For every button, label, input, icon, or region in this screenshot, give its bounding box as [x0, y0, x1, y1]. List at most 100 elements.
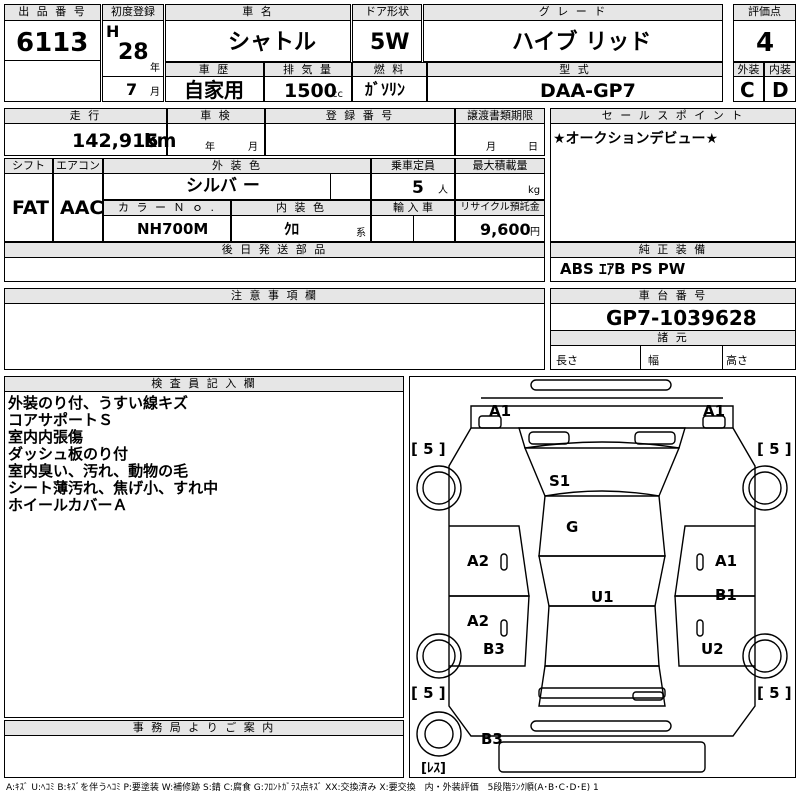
spec-width: 幅 [648, 354, 659, 367]
sales-point-label: セ ー ル ス ポ イ ン ト [550, 108, 796, 124]
notes-label: 注 意 事 項 欄 [4, 288, 545, 304]
inspection-year-unit: 年 [205, 142, 215, 153]
capacity: 5 [412, 178, 424, 198]
sales-point-cell [550, 108, 796, 242]
int-grade: D [772, 78, 789, 102]
fuel: ｶﾞｿﾘﾝ [365, 80, 406, 99]
mark-left-door-2: A2 [467, 612, 489, 630]
ext-color-label: 外 装 色 [103, 158, 371, 174]
car-diagram: A1 A1 S1 G A2 A2 A1 B1 U1 B3 U2 B3 [ 5 ]… [411, 379, 792, 776]
mileage-label: 走 行 [4, 108, 167, 124]
mark-right-door-2: B1 [715, 586, 737, 604]
spec-length: 長さ [556, 354, 578, 367]
equipment: ABS ｴｱB PS PW [560, 260, 686, 278]
import-label: 輸 入 車 [371, 200, 455, 216]
registration-label: 登 録 番 号 [265, 108, 455, 124]
ext-grade: C [740, 78, 755, 102]
later-parts-label: 後 日 発 送 部 品 [4, 242, 545, 258]
mark-center: U1 [591, 588, 614, 606]
fuel-label: 燃 料 [352, 62, 427, 77]
spec-height: 高さ [726, 354, 748, 367]
mark-left-door-1: A2 [467, 552, 489, 570]
tire-rear-right: [ 5 ] [757, 684, 792, 702]
mark-right-quarter: U2 [701, 640, 724, 658]
door-type: 5W [370, 30, 410, 55]
aircon-label: エアコン [53, 158, 103, 174]
first-reg-month: 7 [126, 80, 138, 99]
tire-spare: [ﾚｽ] [421, 761, 446, 776]
int-grade-label: 内装 [764, 62, 796, 77]
lot-label: 出 品 番 号 [4, 4, 101, 21]
inspector-line: ホイールカバーＡ [8, 496, 128, 514]
equipment-label: 純 正 装 備 [550, 242, 796, 258]
car-diagram-frame [409, 376, 796, 778]
first-reg-month-unit: 月 [150, 87, 160, 98]
mileage-unit: km [144, 130, 177, 152]
first-reg-year-unit: 年 [150, 63, 160, 74]
recycle-deposit: 9,600 [480, 220, 531, 239]
first-reg-label: 初度登録 [102, 4, 164, 21]
inspector-line: 室内内張傷 [8, 428, 84, 446]
score-label: 評価点 [733, 4, 796, 21]
lot-number: 6113 [16, 28, 89, 58]
inspector-line: コアサポートＳ [8, 411, 114, 429]
mileage: 142,915 [72, 130, 159, 152]
tire-rear-left: [ 5 ] [411, 684, 446, 702]
inspection-month-unit: 月 [248, 142, 258, 153]
car-name: シャトル [228, 30, 317, 55]
transfer-day-unit: 日 [528, 142, 538, 153]
grade-label: グ レ ー ド [423, 4, 723, 21]
aircon: AAC [60, 197, 104, 219]
specs-label: 諸 元 [550, 330, 796, 346]
capacity-label: 乗車定員 [371, 158, 455, 174]
model: DAA-GP7 [540, 80, 636, 102]
max-load-label: 最大積載量 [455, 158, 545, 174]
door-label: ドア形状 [352, 4, 422, 21]
tire-front-right: [ 5 ] [757, 440, 792, 458]
recycle-label: リサイクル預託金 [455, 200, 545, 216]
sales-point: ★オークションデビュー★ [553, 131, 719, 147]
legend: A:ｷｽﾞ U:ﾍｺﾐ B:ｷｽﾞを伴うﾍｺﾐ P:要塗装 W:補修跡 S:錆 … [6, 783, 599, 793]
history-label: 車 歴 [165, 62, 264, 77]
inspector-line: ダッシュ板のり付 [8, 445, 129, 463]
displacement-label: 排 気 量 [264, 62, 352, 77]
first-reg-era: H [106, 22, 120, 41]
inspector-line: シート薄汚れ、焦げ小、すれ中 [8, 479, 219, 497]
mark-roof: S1 [549, 472, 570, 490]
model-label: 型 式 [427, 62, 723, 77]
mark-rear: B3 [481, 730, 503, 748]
color-no: NH700M [137, 220, 209, 238]
ext-color: シルバ ー [186, 176, 260, 196]
chassis-label: 車 台 番 号 [550, 288, 796, 304]
transfer-month-unit: 月 [486, 142, 496, 153]
car-name-label: 車 名 [165, 4, 351, 21]
transfer-deadline-label: 譲渡書類期限 [455, 108, 545, 124]
mark-right-door-1: A1 [715, 552, 737, 570]
grade: ハイブ リッド [512, 30, 652, 55]
inspection-label: 車 検 [167, 108, 265, 124]
inspector-label: 検 査 員 記 入 欄 [4, 376, 404, 392]
mark-front-right: A1 [703, 402, 725, 420]
capacity-unit: 人 [438, 185, 448, 196]
displacement-unit: cc [332, 89, 343, 100]
tire-front-left: [ 5 ] [411, 440, 446, 458]
mark-left-quarter: B3 [483, 640, 505, 658]
inspector-line: 室内臭い、汚れ、動物の毛 [8, 462, 189, 480]
history: 自家用 [184, 78, 244, 102]
score: 4 [756, 28, 775, 58]
recycle-unit: 円 [530, 227, 540, 238]
int-color: ｸﾛ [284, 220, 300, 238]
ext-grade-label: 外装 [733, 62, 764, 77]
mark-hood: G [566, 518, 578, 536]
shift: FAT [12, 197, 49, 219]
office-label: 事 務 局 よ り ご 案 内 [4, 720, 404, 736]
displacement: 1500 [284, 80, 337, 102]
chassis-number: GP7-1039628 [606, 306, 757, 330]
int-color-label: 内 装 色 [231, 200, 371, 216]
int-color-unit: 系 [356, 228, 366, 239]
max-load-unit: kg [528, 185, 541, 196]
inspector-notes: 外装のり付、うすい線キズ コアサポートＳ 室内内張傷 ダッシュ板のり付 室内臭い… [8, 395, 218, 514]
mark-front-left: A1 [489, 402, 511, 420]
color-no-label: カ ラ ー Ｎ ｏ . [103, 200, 231, 216]
first-reg-year: 28 [118, 40, 149, 65]
